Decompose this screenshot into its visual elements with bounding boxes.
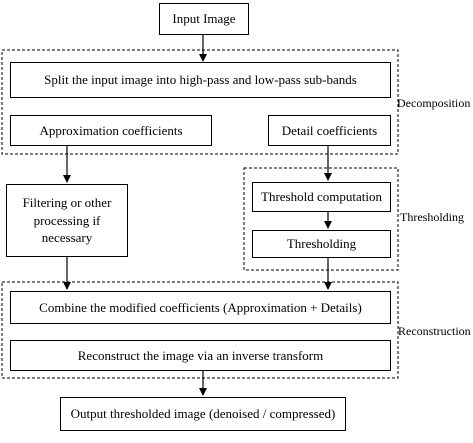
combine-coefficients-label: Combine the modified coefficients (Appro… [39, 299, 362, 315]
input-image-box: Input Image [159, 3, 249, 35]
threshold-computation-label: Threshold computation [261, 189, 382, 205]
filtering-label: Filtering or other processing if necessa… [22, 195, 112, 246]
thresholding-group-frame [243, 167, 399, 271]
filtering-box: Filtering or other processing if necessa… [6, 184, 128, 257]
combine-coefficients-box: Combine the modified coefficients (Appro… [10, 291, 391, 324]
thresholding-group-label: Thresholding [400, 210, 464, 224]
approximation-coefficients-box: Approximation coefficients [10, 115, 212, 146]
output-image-label: Output thresholded image (denoised / com… [70, 406, 336, 422]
decomposition-label: Decomposition [397, 96, 471, 110]
reconstruct-image-box: Reconstruct the image via an inverse tra… [10, 340, 391, 371]
input-image-label: Input Image [172, 11, 236, 27]
thresholding-box: Thresholding [252, 230, 391, 258]
approximation-coefficients-label: Approximation coefficients [39, 122, 183, 138]
reconstruction-group-frame [1, 281, 399, 379]
detail-coefficients-box: Detail coefficients [268, 115, 391, 146]
thresholding-label: Thresholding [286, 236, 357, 252]
reconstruction-label: Reconstruction [398, 324, 471, 338]
decomposition-group-frame [1, 49, 399, 155]
threshold-computation-box: Threshold computation [252, 182, 391, 212]
detail-coefficients-label: Detail coefficients [281, 122, 378, 138]
split-box: Split the input image into high-pass and… [10, 62, 391, 98]
split-label: Split the input image into high-pass and… [44, 72, 357, 88]
reconstruct-image-label: Reconstruct the image via an inverse tra… [77, 347, 324, 363]
output-image-box: Output thresholded image (denoised / com… [60, 397, 346, 431]
